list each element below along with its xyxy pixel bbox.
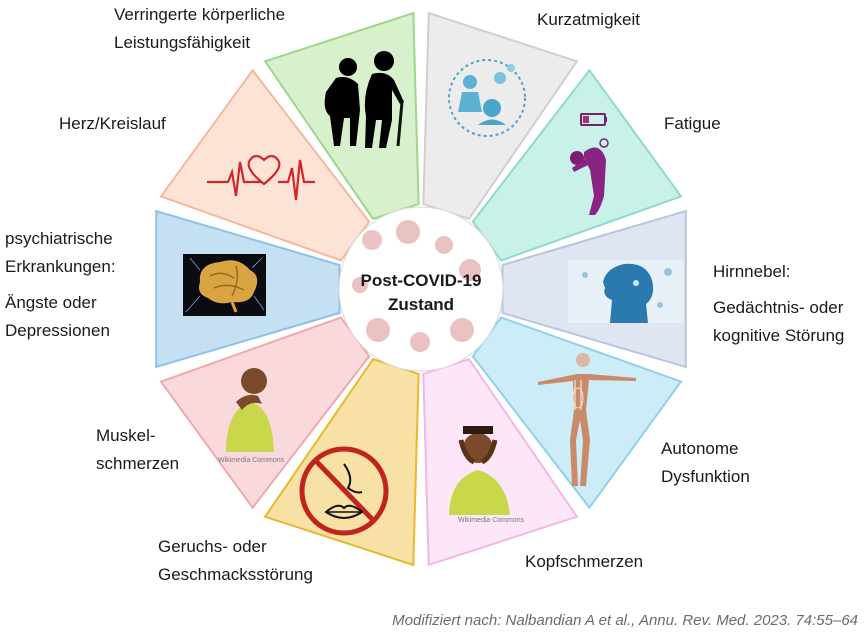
label-leistungsfaehigkeit: Verringerte körperliche Leistungsfähigke…: [114, 5, 286, 52]
neck-pain-person-icon: Wikimedia Commons: [218, 368, 285, 464]
tired-person-battery-icon: [570, 113, 609, 215]
center-hub: Post-COVID-19 Zustand: [338, 206, 504, 372]
label-kurzatmigkeit: Kurzatmigkeit: [537, 10, 640, 29]
label-kopfschmerzen: Kopfschmerzen: [525, 552, 644, 571]
breathing-illustration-icon: [448, 59, 526, 137]
skeleton-anatomy-icon: [538, 353, 636, 486]
muskel-watermark: Wikimedia Commons: [218, 457, 285, 464]
center-title-line2: Zustand: [388, 295, 454, 314]
heartbeat-icon: [207, 154, 315, 201]
segment-herz: [159, 68, 371, 262]
headache-person-icon: Wikimedia Commons: [449, 426, 525, 524]
coronavirus-watermark-icon: [352, 220, 481, 352]
label-herz-kreislauf: Herz/Kreislauf: [59, 114, 166, 133]
elderly-couple-icon: [324, 51, 404, 148]
no-smell-taste-icon: [299, 446, 389, 536]
head-profile-icon: [568, 260, 684, 323]
source-credit: Modifiziert nach: Nalbandian A et al., A…: [392, 612, 858, 629]
center-title-line1: Post-COVID-19: [361, 271, 482, 290]
label-muskelschmerzen: Muskel- schmerzen: [96, 426, 180, 473]
kopfschmerzen-watermark: Wikimedia Commons: [458, 517, 525, 524]
label-autonome-dysfunktion: Autonome Dysfunktion: [661, 439, 750, 486]
label-geruch-geschmack: Geruchs- oder Geschmacksstörung: [158, 537, 313, 584]
label-psychiatrische-erkrankungen: psychiatrische Erkrankungen: Ängste oder…: [5, 229, 116, 340]
label-hirnnebel: Hirnnebel: Gedächtnis- oder kognitive St…: [713, 262, 845, 345]
segment-muskel: [159, 316, 371, 510]
label-fatigue: Fatigue: [664, 114, 721, 133]
segment-kurzatmigkeit: [422, 11, 579, 221]
brain-icon: [183, 254, 266, 316]
